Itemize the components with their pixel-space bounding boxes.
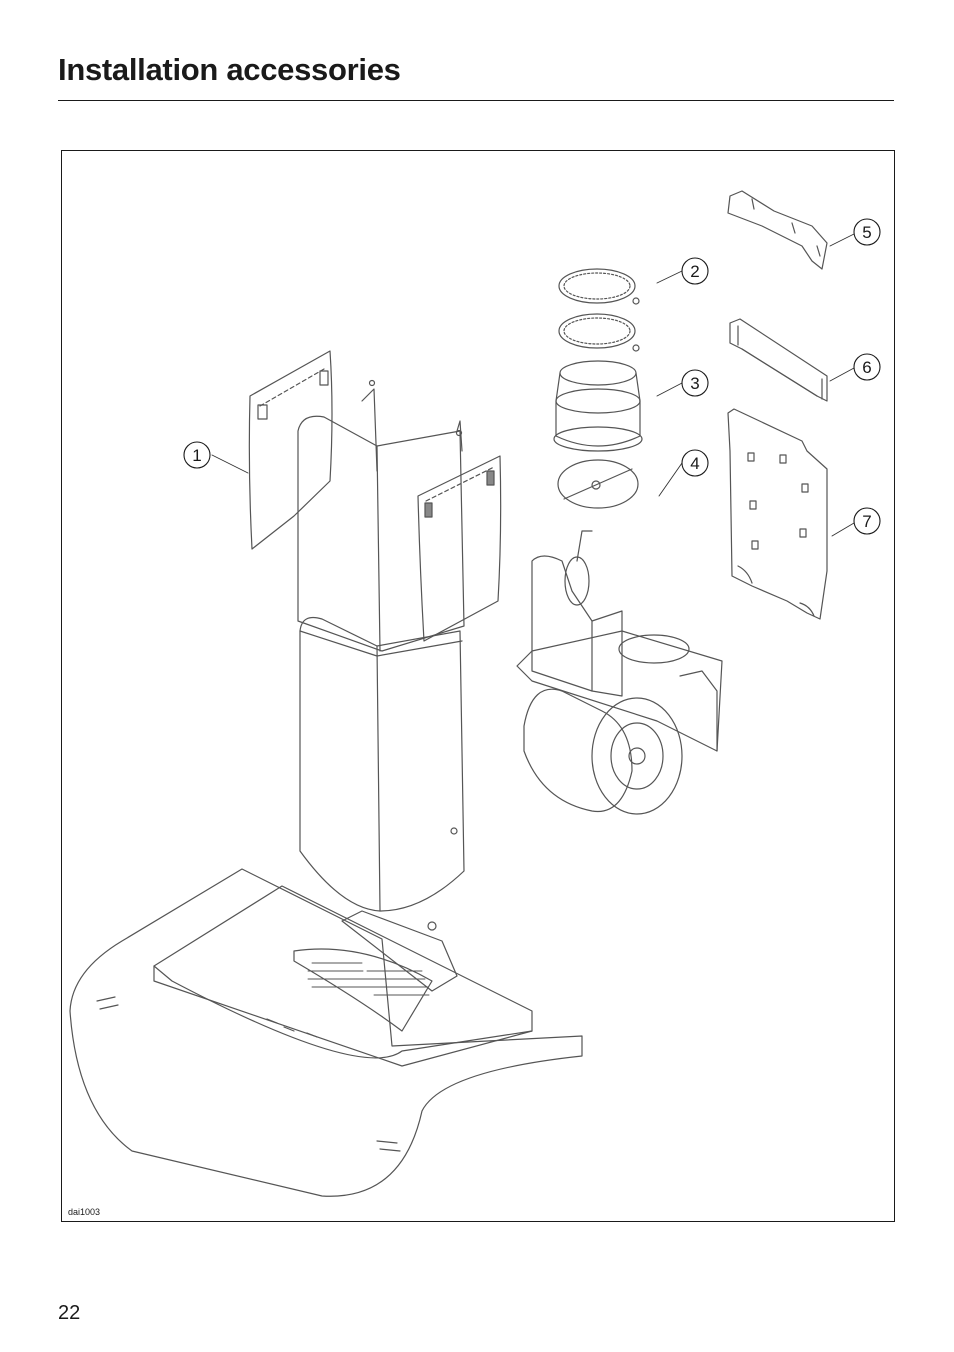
svg-text:1: 1 bbox=[192, 446, 201, 465]
svg-text:5: 5 bbox=[862, 223, 871, 242]
figure-code: dai1003 bbox=[68, 1207, 100, 1217]
svg-text:3: 3 bbox=[690, 374, 699, 393]
leader-lines bbox=[212, 234, 854, 536]
callout-7: 7 bbox=[854, 508, 880, 534]
middle-bracket bbox=[730, 319, 827, 401]
cover-sheet-left bbox=[249, 351, 332, 549]
callout-4: 4 bbox=[682, 450, 708, 476]
svg-text:2: 2 bbox=[690, 262, 699, 281]
callout-6: 6 bbox=[854, 354, 880, 380]
wall-mounting-plate bbox=[728, 409, 827, 619]
fan-motor-assembly bbox=[517, 531, 722, 814]
title-underline bbox=[58, 100, 894, 101]
canopy-illustration bbox=[70, 869, 582, 1196]
callout-2: 2 bbox=[682, 258, 708, 284]
callout-3: 3 bbox=[682, 370, 708, 396]
callout-5: 5 bbox=[854, 219, 880, 245]
page-title: Installation accessories bbox=[58, 52, 401, 88]
hose-clips bbox=[559, 269, 639, 351]
upper-bracket bbox=[728, 191, 827, 269]
svg-text:6: 6 bbox=[862, 358, 871, 377]
callout-1: 1 bbox=[184, 442, 210, 468]
svg-text:4: 4 bbox=[690, 454, 699, 473]
page-number: 22 bbox=[58, 1302, 80, 1325]
chimney-lower bbox=[300, 618, 464, 912]
duct-connector bbox=[554, 361, 642, 451]
non-return-flap bbox=[558, 460, 638, 508]
exploded-diagram: 1 2 3 4 5 6 7 bbox=[61, 150, 895, 1222]
cover-sheet-right bbox=[418, 456, 501, 641]
chimney-upper bbox=[298, 381, 464, 652]
svg-text:7: 7 bbox=[862, 512, 871, 531]
